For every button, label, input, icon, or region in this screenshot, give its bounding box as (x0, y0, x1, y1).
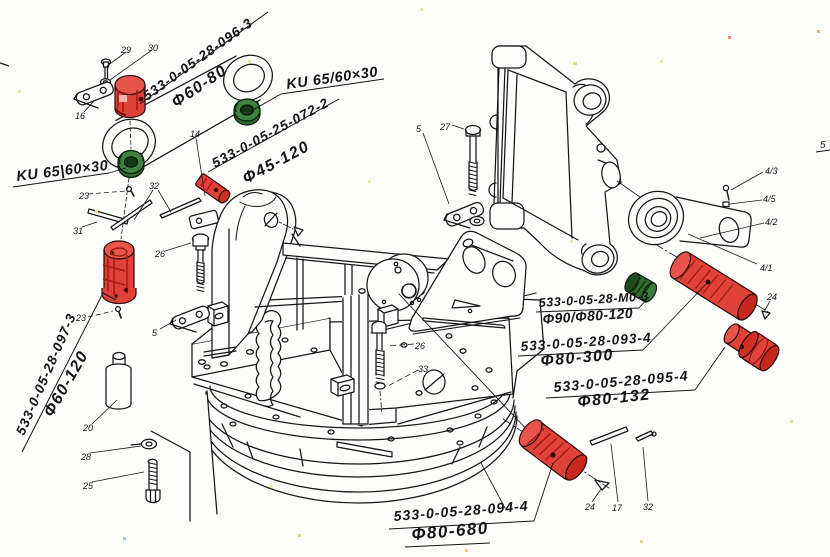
svg-text:25: 25 (82, 481, 94, 491)
svg-text:24: 24 (584, 502, 595, 512)
svg-text:32: 32 (149, 181, 159, 191)
svg-text:32: 32 (643, 502, 653, 512)
svg-text:4/5: 4/5 (763, 194, 777, 204)
svg-text:Φ90/Φ80-120: Φ90/Φ80-120 (542, 305, 633, 327)
svg-text:28: 28 (80, 452, 91, 462)
svg-text:16: 16 (75, 111, 85, 121)
svg-text:4/3: 4/3 (765, 166, 778, 176)
svg-text:26: 26 (414, 341, 425, 351)
svg-text:5: 5 (152, 328, 158, 338)
svg-text:29: 29 (120, 45, 131, 55)
svg-text:20: 20 (82, 423, 93, 433)
svg-text:30: 30 (148, 43, 158, 53)
svg-text:Φ80-300: Φ80-300 (540, 347, 615, 370)
svg-text:4/2: 4/2 (765, 217, 778, 227)
svg-text:23: 23 (78, 191, 89, 201)
svg-text:27: 27 (439, 122, 451, 132)
svg-text:26: 26 (154, 249, 165, 259)
svg-text:5: 5 (820, 140, 826, 151)
svg-text:533-0-05-28-M0-3: 533-0-05-28-M0-3 (538, 289, 649, 310)
svg-text:5: 5 (416, 124, 422, 134)
svg-text:17: 17 (612, 503, 623, 513)
svg-text:24: 24 (766, 292, 777, 302)
svg-text:14: 14 (190, 129, 200, 139)
svg-text:4/1: 4/1 (760, 263, 773, 273)
svg-text:33: 33 (418, 364, 428, 374)
svg-text:23: 23 (75, 313, 86, 323)
svg-text:31: 31 (73, 226, 83, 236)
